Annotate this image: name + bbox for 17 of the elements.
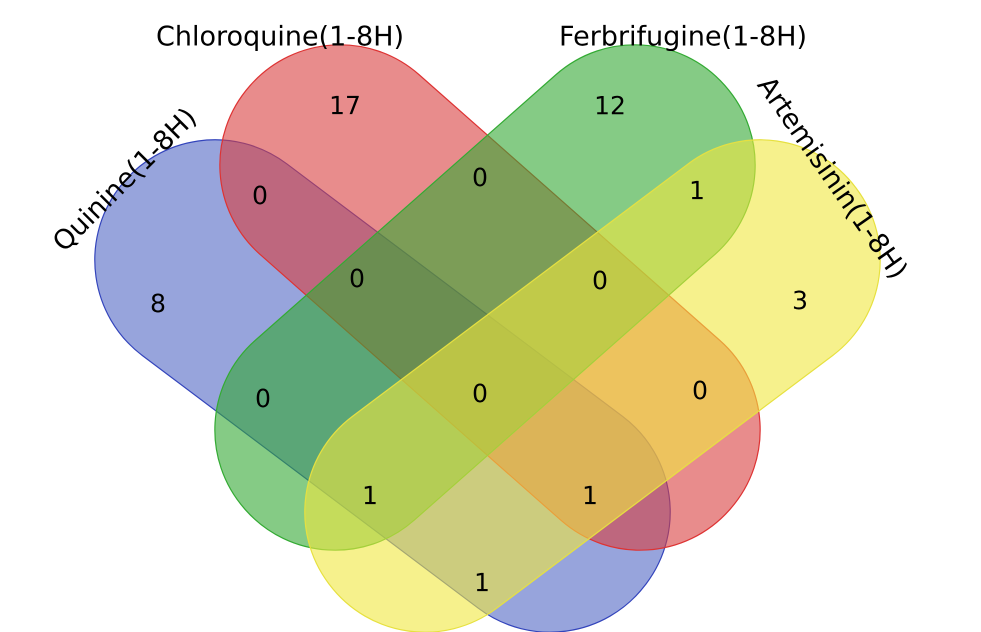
- region-count: 0: [694, 380, 706, 400]
- region-count: 0: [350, 268, 364, 288]
- region-count: 17: [332, 96, 359, 114]
- region-count: 1: [692, 180, 703, 200]
- region-count: 0: [256, 388, 270, 408]
- region-count: 0: [254, 186, 266, 204]
- region-count: 1: [476, 572, 488, 592]
- venn-set: Ferbrifugine(1-8H): [562, 24, 805, 52]
- region-count: 0: [474, 168, 486, 186]
- region-count: 0: [594, 270, 606, 290]
- venn-set: Chloroquine(1-8H): [158, 24, 402, 52]
- region-count: 0: [474, 384, 486, 402]
- region-count: 1: [364, 486, 376, 504]
- region-count: 8: [152, 294, 164, 312]
- region-count: 1: [584, 486, 596, 504]
- region-count: 12: [596, 96, 624, 114]
- region-count: 3: [794, 290, 806, 310]
